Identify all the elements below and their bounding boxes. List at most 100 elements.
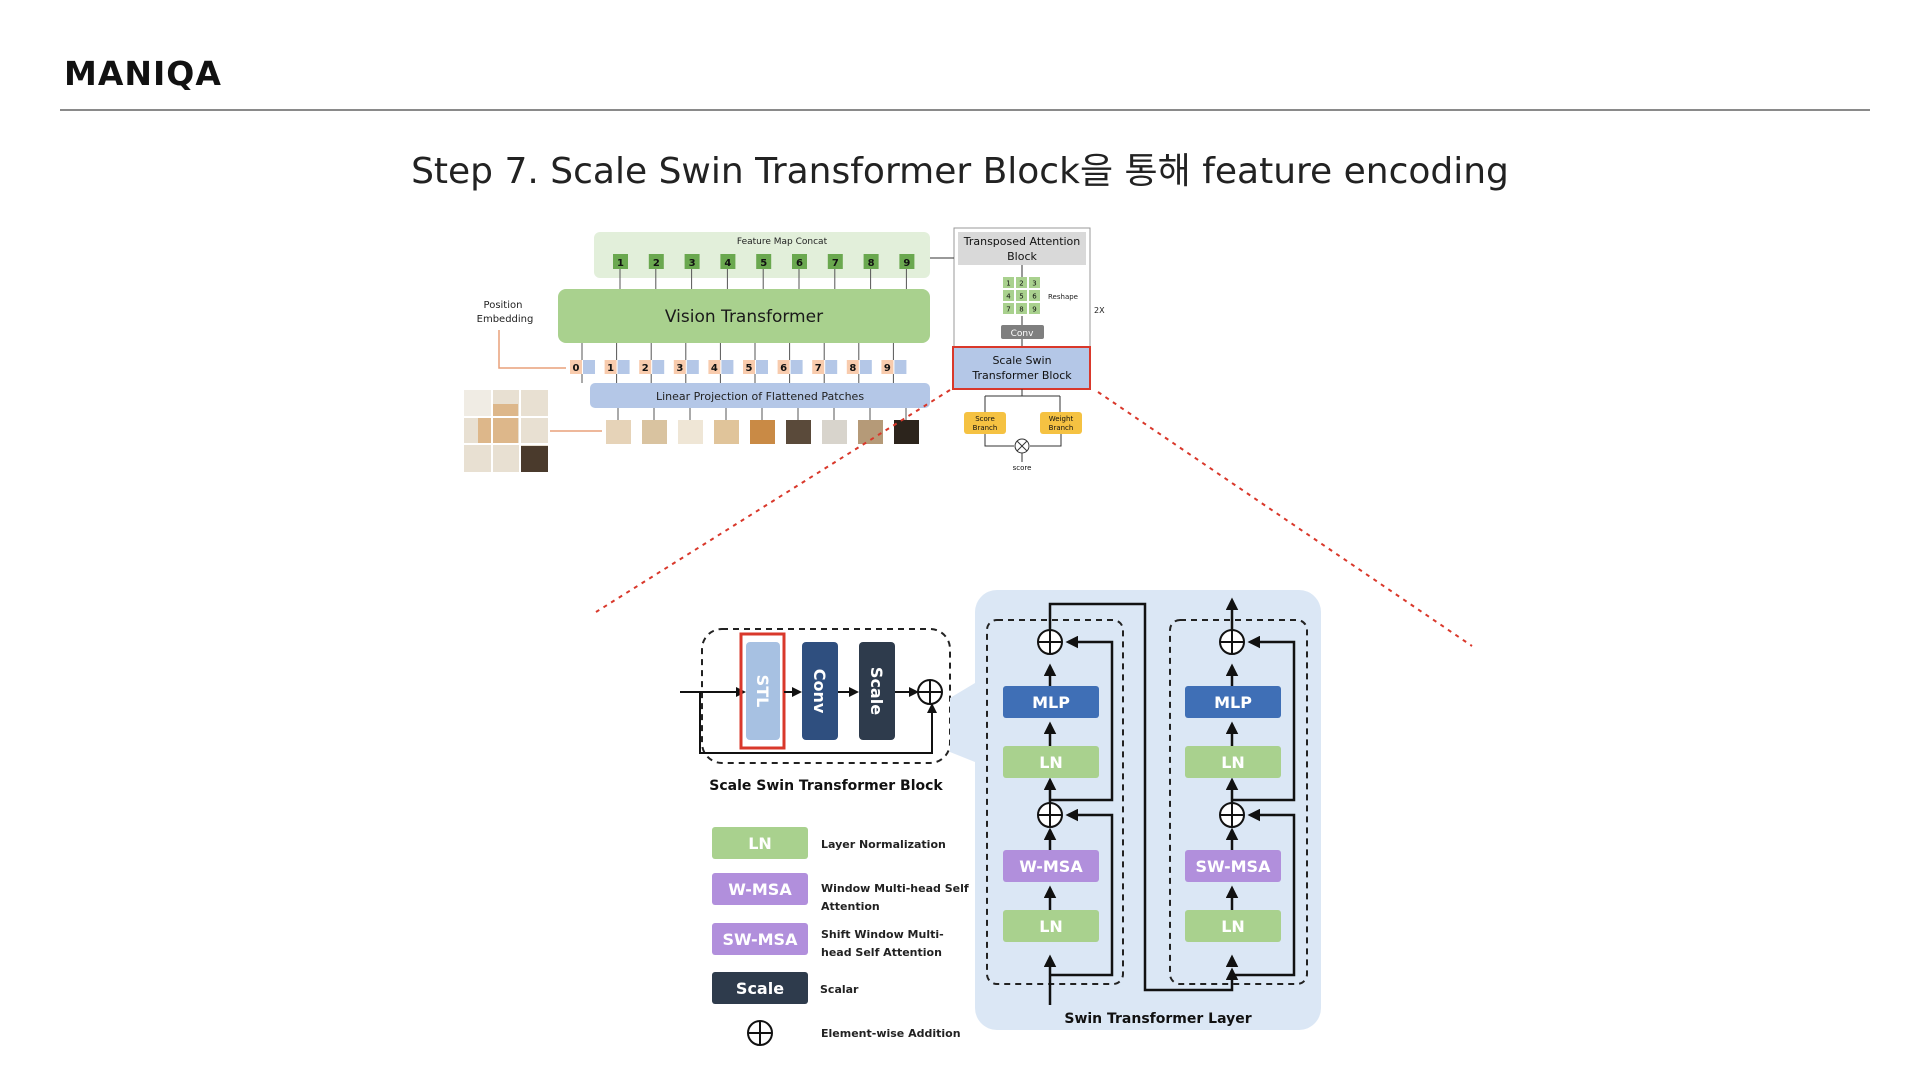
right-swmsa-label: SW-MSA: [1196, 857, 1272, 876]
legend-ln-box-label: LN: [748, 834, 772, 853]
concat-token-label: 2: [653, 258, 660, 269]
patch-token: [756, 360, 768, 374]
left-mlp-block: [1003, 686, 1099, 718]
flattened-patch: [606, 420, 631, 444]
position-token: [812, 360, 825, 374]
position-token: [570, 360, 582, 374]
position-token-label: 8: [849, 363, 856, 374]
legend-wmsa-text-line1: Window Multi-head Self: [821, 882, 969, 895]
position-token: [743, 360, 755, 374]
patch-token: [583, 360, 595, 374]
right-ln-top: [1185, 746, 1281, 778]
concat-token: [827, 254, 843, 269]
header-divider: [60, 109, 1870, 111]
score-branch-block: [964, 412, 1006, 434]
weight-branch-label-line1: Weight: [1049, 415, 1074, 423]
flattened-patch-row: [606, 408, 919, 444]
position-embedding-label-line2: Embedding: [477, 314, 534, 325]
flattened-patch: [714, 420, 739, 444]
legend-wmsa-box-label: W-MSA: [728, 880, 792, 899]
legend: LN Layer Normalization W-MSA Window Mult…: [712, 827, 969, 1046]
left-addition-lower-icon: [1037, 802, 1063, 828]
patch-token: [894, 360, 907, 374]
transposed-attention-block: [958, 232, 1086, 265]
left-ln-bottom: [1003, 910, 1099, 942]
position-token-label: 2: [642, 363, 649, 374]
repeat-label: 2X: [1094, 306, 1105, 315]
reshape-cell-label: 8: [1019, 306, 1023, 314]
page-title: Step 7. Scale Swin Transformer Block을 통해…: [411, 151, 1509, 192]
vision-transformer-label: Vision Transformer: [665, 307, 823, 327]
legend-swmsa-text-line2: head Self Attention: [821, 946, 942, 959]
multiply-icon: [1014, 438, 1030, 454]
transposed-attention-label-line2: Block: [1007, 250, 1037, 263]
legend-scale-box: [712, 972, 808, 1004]
position-token-label: 3: [676, 363, 683, 374]
patch-token: [617, 360, 630, 374]
patch-token: [859, 360, 872, 374]
reshape-cell: [1016, 290, 1027, 301]
concat-token-label: 1: [617, 258, 624, 269]
right-ln-bottom-label: LN: [1221, 917, 1245, 936]
zoom-guide-right: [1097, 391, 1473, 647]
legend-swmsa-text-line1: Shift Window Multi-: [821, 928, 944, 941]
position-token-label: 0: [573, 363, 580, 374]
left-ln-bottom-label: LN: [1039, 917, 1063, 936]
reshape-cell: [1029, 277, 1040, 288]
zoom-wedge: [950, 683, 975, 762]
score-branch-label-line2: Branch: [973, 424, 998, 432]
sstb-conv-label: Conv: [810, 669, 829, 714]
legend-ln-box: [712, 827, 808, 859]
flattened-patch: [894, 420, 919, 444]
legend-swmsa-box-label: SW-MSA: [723, 930, 799, 949]
position-token: [604, 360, 617, 374]
reshape-cell: [1029, 290, 1040, 301]
swin-layer-panel: [975, 590, 1321, 1030]
linear-projection-block: [590, 383, 930, 408]
overview-scale-swin-label-line1: Scale Swin: [992, 354, 1051, 367]
position-token-label: 7: [815, 363, 822, 374]
position-embedding-connector: [498, 330, 566, 369]
stl-label: STL: [753, 675, 772, 708]
concat-token: [720, 254, 736, 269]
flattened-patch: [750, 420, 775, 444]
stl-block: [746, 642, 780, 740]
legend-addition-text: Element-wise Addition: [821, 1027, 961, 1040]
legend-addition-icon: [747, 1020, 773, 1046]
transposed-attention-label-line1: Transposed Attention: [963, 235, 1081, 248]
left-ln-top: [1003, 746, 1099, 778]
position-token-label: 5: [746, 363, 753, 374]
branch-merge-connector: [984, 434, 1062, 447]
reshape-cell: [1003, 277, 1014, 288]
flattened-patch: [642, 420, 667, 444]
concat-token: [756, 254, 772, 269]
right-addition-lower-icon: [1219, 802, 1245, 828]
concat-token: [863, 254, 879, 269]
legend-scale-text: Scalar: [820, 983, 859, 996]
weight-branch-block: [1040, 412, 1082, 434]
branch-split-connector: [984, 389, 1061, 412]
flattened-patch: [858, 420, 883, 444]
left-wmsa-label: W-MSA: [1019, 857, 1083, 876]
sstb-addition-icon: [917, 679, 943, 705]
reshape-cell-label: 3: [1032, 280, 1036, 288]
input-image-patches: [464, 390, 548, 472]
reshape-cell-label: 6: [1032, 293, 1037, 301]
concat-token: [648, 254, 664, 269]
position-token-label: 6: [780, 363, 787, 374]
left-ln-top-label: LN: [1039, 753, 1063, 772]
score-output-label: score: [1013, 464, 1032, 472]
flattened-patch: [678, 420, 703, 444]
position-token-label: 9: [884, 363, 891, 374]
reshape-cell-label: 2: [1019, 280, 1023, 288]
concat-token-label: 4: [724, 258, 731, 269]
reshape-cell-label: 5: [1019, 293, 1023, 301]
sstb-conv-block: [802, 642, 838, 740]
reshape-cell: [1003, 290, 1014, 301]
left-wmsa-block: [1003, 850, 1099, 882]
reshape-cell-label: 1: [1006, 280, 1010, 288]
flattened-patch: [786, 420, 811, 444]
